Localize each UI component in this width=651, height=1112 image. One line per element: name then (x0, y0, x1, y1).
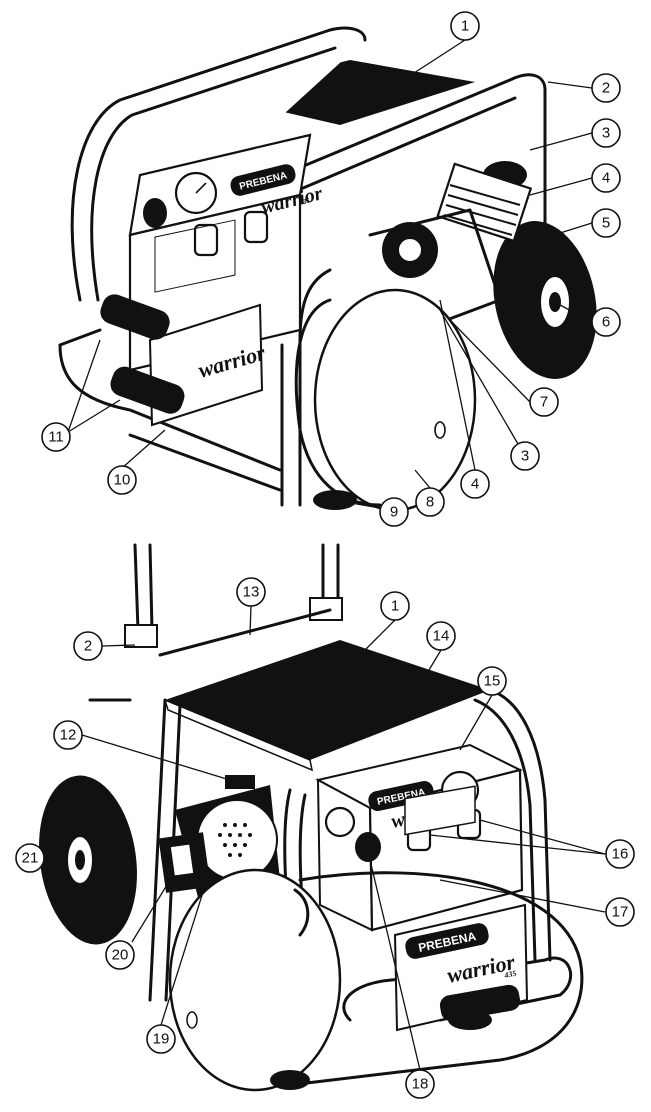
callout-2-top: 2 (591, 73, 621, 103)
callout-4-top-lower: 4 (460, 469, 490, 499)
bottom-rating-plate (404, 785, 476, 836)
callout-19-bottom: 19 (146, 1024, 176, 1054)
svg-text:14: 14 (433, 628, 450, 645)
svg-text:2: 2 (602, 80, 610, 97)
svg-text:2: 2 (84, 638, 92, 655)
top-rubber-foot-icon (313, 490, 357, 510)
svg-text:7: 7 (540, 394, 548, 411)
svg-text:5: 5 (602, 215, 610, 232)
callout-16-bottom: 16 (605, 839, 635, 869)
bottom-grip-icon (439, 984, 521, 1022)
callout-21-bottom: 21 (15, 843, 45, 873)
svg-text:1: 1 (391, 598, 399, 615)
bottom-air-tank (168, 868, 584, 1092)
callout-20-bottom: 20 (105, 940, 135, 970)
callout-13-bottom: 13 (236, 577, 266, 607)
bottom-foot-left-icon (270, 1070, 310, 1090)
top-grip-lower-icon (110, 366, 185, 414)
callout-9-top: 9 (379, 497, 409, 527)
top-view-illustration: PREBENA warrior 435 warrior (58, 26, 597, 512)
callout-4-top-upper: 4 (591, 163, 621, 193)
callout-8-top: 8 (415, 487, 445, 517)
callout-15-bottom: 15 (477, 666, 507, 696)
bottom-control-panel: PREBENA warrior 435 (315, 743, 524, 932)
svg-text:18: 18 (412, 1076, 429, 1093)
svg-text:9: 9 (390, 504, 398, 521)
bottom-callouts: 13 1 2 14 15 12 16 21 17 20 19 18 (15, 577, 635, 1099)
top-pump-assembly (368, 161, 533, 332)
top-wheel (493, 221, 597, 379)
bottom-telescopic-handle (124, 543, 343, 657)
callout-3-top-upper: 3 (591, 118, 621, 148)
callout-12-bottom: 12 (53, 720, 83, 750)
top-callouts: 1 2 3 4 5 6 7 3 4 8 9 10 11 (41, 11, 621, 527)
bottom-reset-button-icon (225, 775, 255, 789)
svg-text:11: 11 (48, 429, 64, 446)
callout-11-top: 11 (41, 422, 71, 452)
callout-10-top: 10 (107, 465, 137, 495)
bottom-top-cover-panel (165, 640, 490, 760)
top-model-number: 435 (298, 197, 312, 208)
svg-text:20: 20 (112, 947, 129, 964)
bottom-lower-brand-plate (405, 923, 489, 959)
bottom-pressure-knob-icon (355, 832, 381, 862)
svg-text:21: 21 (22, 850, 39, 867)
svg-text:13: 13 (243, 584, 260, 601)
svg-text:15: 15 (484, 673, 501, 690)
top-brand-plate (230, 164, 296, 196)
leader-lines (43, 39, 606, 1071)
callout-6-top: 6 (591, 307, 621, 337)
top-grip-upper-icon (100, 294, 170, 340)
svg-text:16: 16 (612, 846, 629, 863)
svg-text:6: 6 (602, 314, 610, 331)
callout-7-top: 7 (529, 387, 559, 417)
bottom-view-illustration: PREBENA warrior 435 PREBENA warrior 435 (39, 543, 584, 1092)
svg-text:19: 19 (153, 1031, 170, 1048)
callout-1-bottom: 1 (380, 591, 410, 621)
callout-18-bottom: 18 (405, 1069, 435, 1099)
callout-14-bottom: 14 (426, 621, 456, 651)
top-coupling-right-icon (243, 210, 269, 244)
svg-text:8: 8 (426, 494, 434, 511)
callout-3-top-lower: 3 (510, 441, 540, 471)
callout-2-bottom: 2 (73, 631, 103, 661)
callout-1-top: 1 (450, 11, 480, 41)
top-pressure-knob-icon (143, 198, 167, 228)
bottom-gauge-left-icon (324, 806, 356, 838)
svg-text:4: 4 (602, 170, 610, 187)
bottom-lower-model-number: 435 (503, 969, 518, 981)
svg-text:10: 10 (114, 472, 131, 489)
bottom-wheel (39, 775, 137, 945)
bottom-brand-plate (368, 781, 434, 811)
top-coupling-left-icon (193, 223, 219, 257)
callout-5-top: 5 (591, 208, 621, 238)
svg-text:1: 1 (461, 18, 469, 35)
svg-text:3: 3 (521, 448, 529, 465)
svg-text:12: 12 (60, 727, 77, 744)
callout-17-bottom: 17 (605, 897, 635, 927)
svg-text:3: 3 (602, 125, 610, 142)
svg-text:17: 17 (612, 904, 629, 921)
svg-text:4: 4 (471, 476, 479, 493)
